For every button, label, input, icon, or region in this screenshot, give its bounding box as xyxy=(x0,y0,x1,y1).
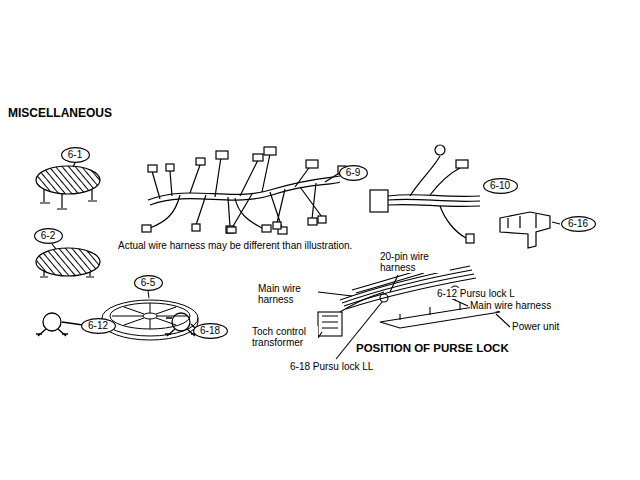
wire-harness xyxy=(166,164,174,171)
oven-rack xyxy=(73,163,75,167)
wire-harness xyxy=(142,147,346,234)
callout-outline xyxy=(483,179,517,194)
wire-harness xyxy=(142,147,346,234)
oven-rack xyxy=(36,244,100,277)
connector-part xyxy=(500,212,560,248)
wire-harness xyxy=(150,195,262,228)
purse-lock-position xyxy=(322,316,338,328)
wire-harness xyxy=(370,190,388,212)
purse-lock-clip xyxy=(36,329,68,336)
oven-rack xyxy=(36,248,100,276)
purse-lock-clip xyxy=(62,322,83,325)
callout-oval: 6-5 xyxy=(134,275,163,291)
callout-outline xyxy=(61,148,89,163)
wire-harness xyxy=(273,222,281,229)
part-label: 6-12 Pursu lock L xyxy=(437,288,515,299)
part-label: 6-18 Pursu lock LL xyxy=(290,361,373,372)
part-label: 20-pin wire harness xyxy=(380,251,450,273)
part-label: Main wire harness xyxy=(470,300,551,311)
callout-outline xyxy=(561,217,595,232)
callout-oval: 6-2 xyxy=(34,228,63,244)
turntable xyxy=(102,291,198,340)
callout-oval: 6-18 xyxy=(193,323,228,339)
purse-lock-position xyxy=(380,294,388,302)
caption: POSITION OF PURSE LOCK xyxy=(356,342,509,354)
wire-harness xyxy=(262,225,271,232)
wire-harness xyxy=(435,145,445,155)
purse-lock-clip xyxy=(165,318,197,336)
callout-oval: 6-10 xyxy=(483,178,518,194)
part-label: Toch control transformer xyxy=(252,326,318,348)
purse-lock-position xyxy=(318,266,510,359)
title: MISCELLANEOUS xyxy=(8,106,112,120)
callout-outline xyxy=(81,319,115,334)
callout-number: 6-1 xyxy=(61,149,90,161)
purse-lock-position xyxy=(318,292,352,296)
purse-lock-position xyxy=(390,275,398,292)
callout-number: 6-2 xyxy=(34,230,63,242)
wire-harness xyxy=(440,206,466,238)
callout-outline xyxy=(193,324,227,339)
turntable xyxy=(102,300,198,336)
oven-rack xyxy=(36,163,100,209)
callout-oval: 6-12 xyxy=(81,318,116,334)
wire-harness xyxy=(148,165,157,172)
wire-harness xyxy=(264,147,276,155)
wire-harness xyxy=(318,216,326,223)
oven-rack xyxy=(36,166,100,194)
callout-oval: 6-9 xyxy=(339,165,368,181)
wire-harness xyxy=(456,160,468,168)
connector-part xyxy=(508,214,536,228)
purse-lock-clip xyxy=(36,313,83,336)
wire-harness xyxy=(306,160,318,168)
wire-harness xyxy=(152,154,341,228)
purse-lock-clip xyxy=(172,313,190,331)
wire-harness xyxy=(227,227,236,233)
turntable xyxy=(112,303,188,329)
callout-number: 6-12 xyxy=(81,320,116,332)
wire-harness xyxy=(388,195,480,207)
connector-part xyxy=(500,212,550,248)
wire-harness xyxy=(370,145,480,243)
purse-lock-clip xyxy=(165,313,197,336)
part-label: Actual wire harness may be different tha… xyxy=(118,240,352,251)
callout-outline xyxy=(134,276,162,291)
turntable xyxy=(143,313,157,319)
purse-lock-position xyxy=(496,314,510,327)
callout-number: 6-18 xyxy=(193,325,228,337)
wire-harness xyxy=(308,218,317,225)
turntable xyxy=(110,303,190,329)
part-label: Power unit xyxy=(512,321,559,332)
part-label: Main wire harness xyxy=(258,283,316,305)
purse-lock-position xyxy=(318,332,322,338)
callout-oval: 6-1 xyxy=(61,147,90,163)
callout-number: 6-9 xyxy=(339,167,368,179)
purse-lock-clip xyxy=(43,313,61,331)
turntable xyxy=(148,291,149,298)
wire-harness xyxy=(466,234,474,243)
callout-number: 6-5 xyxy=(134,277,163,289)
callout-outline xyxy=(34,229,62,244)
oven-rack xyxy=(52,244,56,249)
wire-harness xyxy=(410,156,460,196)
callout-oval: 6-16 xyxy=(561,216,596,232)
connector-part xyxy=(552,222,560,224)
purse-lock-position xyxy=(400,302,460,320)
callout-outline xyxy=(339,166,367,181)
callout-number: 6-10 xyxy=(483,180,518,192)
wire-harness xyxy=(196,158,205,165)
wire-harness xyxy=(216,151,228,159)
wire-harness xyxy=(142,225,151,232)
wire-harness xyxy=(192,224,200,231)
wire-harness xyxy=(253,154,263,161)
purse-lock-position xyxy=(352,270,424,293)
callout-number: 6-16 xyxy=(561,218,596,230)
